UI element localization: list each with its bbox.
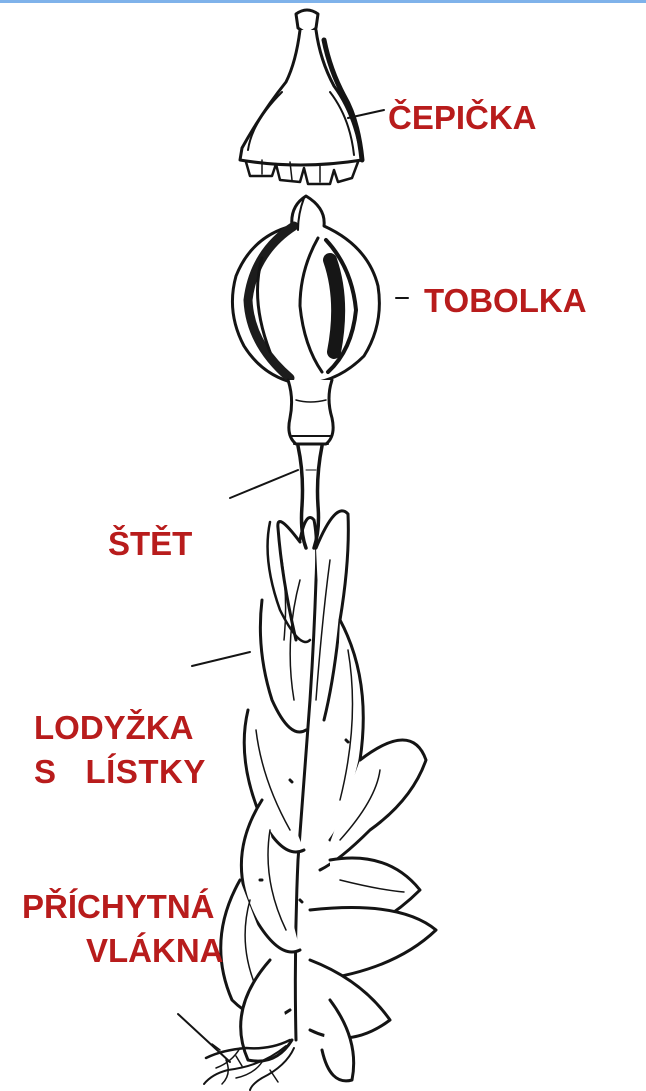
label-calyptra: ČEPIČKA [388,98,537,138]
label-rhizoids-line2: VLÁKNA [22,929,224,973]
label-capsule: TOBOLKA [424,281,587,321]
label-leafy-stem: LODYŽKA S LÍSTKY [34,706,206,794]
calyptra-drawing [240,10,362,184]
label-seta: ŠTĚT [108,524,192,564]
label-rhizoids: PŘÍCHYTNÁ VLÁKNA [22,885,224,973]
label-leafy-stem-line1: LODYŽKA [34,709,194,746]
capsule-drawing [232,196,379,384]
label-rhizoids-line1: PŘÍCHYTNÁ [22,888,215,925]
capsule-neck-drawing [288,380,333,444]
leafy-stem-drawing [221,511,436,1081]
label-leafy-stem-line2: S LÍSTKY [34,750,206,794]
